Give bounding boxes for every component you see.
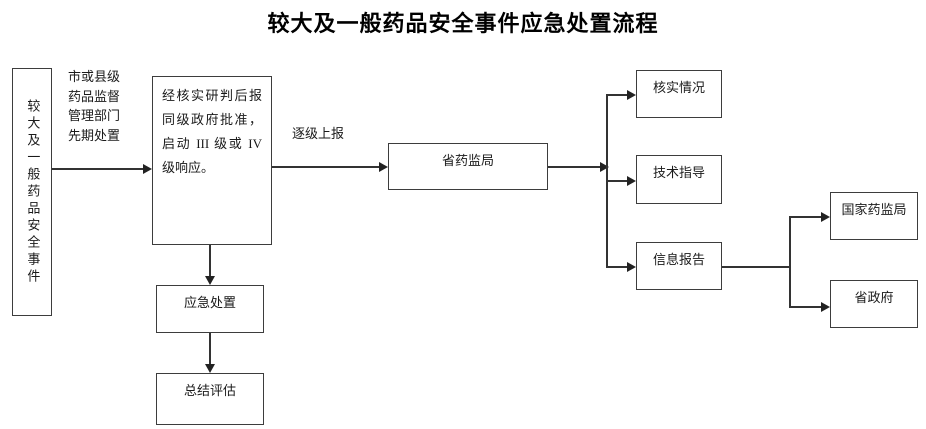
node-information-report: 信息报告: [636, 242, 722, 290]
edge-source-to-verification: [52, 168, 144, 170]
fanout-bus-vertical-secondary: [789, 216, 791, 308]
edge-bus-to-national-mpa: [789, 216, 824, 218]
node-provincial-mpa: 省药监局: [388, 143, 548, 190]
arrowhead-bus-to-information-report: [627, 262, 636, 272]
edge-verification-to-provincial-mpa: [272, 166, 380, 168]
node-summary-evaluation-label: 总结评估: [183, 383, 236, 398]
edge-label-local-preliminary: 市或县级 药品监督 管理部门 先期处置: [68, 69, 121, 143]
edge-verification-to-disposal: [209, 245, 211, 278]
arrowhead-verification-to-disposal: [205, 276, 215, 285]
node-emergency-disposal: 应急处置: [156, 285, 264, 333]
edge-bus-to-technical-guidance: [606, 180, 630, 182]
arrowhead-provincial-mpa-to-bus: [600, 162, 609, 172]
node-provincial-mpa-label: 省药监局: [441, 153, 494, 168]
edge-bus-to-information-report: [606, 266, 630, 268]
arrowhead-source-to-verification: [143, 164, 152, 174]
node-summary-evaluation: 总结评估: [156, 373, 264, 425]
arrowhead-bus-to-technical-guidance: [627, 176, 636, 186]
node-verify-situation: 核实情况: [636, 70, 722, 118]
node-national-mpa-label: 国家药监局: [841, 202, 907, 217]
node-verify-situation-label: 核实情况: [652, 80, 705, 95]
node-national-mpa: 国家药监局: [830, 192, 918, 240]
node-technical-guidance: 技术指导: [636, 155, 722, 204]
arrowhead-bus-to-provincial-government: [821, 302, 830, 312]
node-technical-guidance-label: 技术指导: [652, 165, 705, 180]
edge-information-report-to-bus: [722, 266, 790, 268]
edge-disposal-to-summary: [209, 333, 211, 366]
arrowhead-disposal-to-summary: [205, 364, 215, 373]
arrowhead-verification-to-provincial-mpa: [379, 162, 388, 172]
node-verification-decision: 经核实研判后报同级政府批准，启动 III 级或 IV 级响应。: [152, 76, 272, 245]
page-title: 较大及一般药品安全事件应急处置流程: [267, 11, 659, 36]
arrowhead-bus-to-verify-situation: [627, 90, 636, 100]
node-incident-source-label: 较大及一般药品安全事件: [25, 98, 41, 286]
node-emergency-disposal-label: 应急处置: [183, 295, 236, 310]
node-information-report-label: 信息报告: [652, 252, 705, 267]
edge-label-report-upward: 逐级上报: [292, 126, 345, 141]
arrowhead-bus-to-national-mpa: [821, 212, 830, 222]
node-verification-decision-label: 经核实研判后报同级政府批准，启动 III 级或 IV 级响应。: [162, 88, 262, 176]
node-provincial-government: 省政府: [830, 280, 918, 328]
edge-bus-to-verify-situation: [606, 94, 630, 96]
node-provincial-government-label: 省政府: [854, 290, 894, 305]
edge-provincial-mpa-to-bus: [548, 166, 606, 168]
node-incident-source: 较大及一般药品安全事件: [12, 68, 52, 316]
edge-bus-to-provincial-government: [789, 306, 824, 308]
